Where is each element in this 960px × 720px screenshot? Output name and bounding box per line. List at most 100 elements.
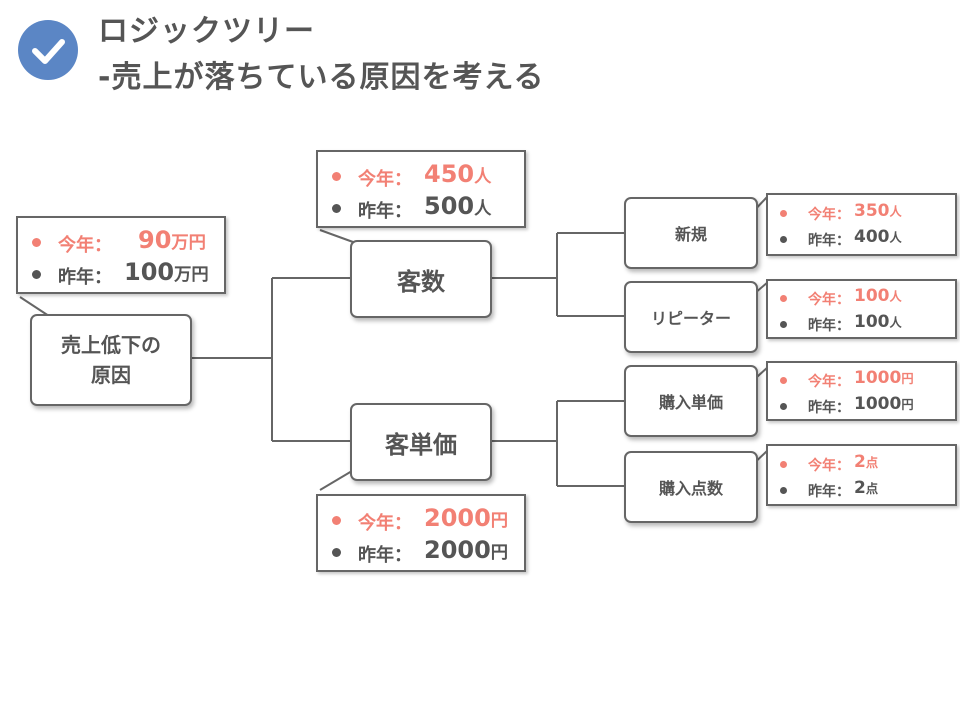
info-row-last-year: 昨年： 1000円: [768, 393, 955, 419]
last-year-value: 400人: [854, 227, 902, 247]
last-year-value: 2点: [854, 478, 878, 498]
this-year-value: 2点: [854, 452, 878, 472]
node-customers: 客数: [350, 240, 492, 318]
last-year-value: 100万円: [124, 258, 209, 286]
node-purchase-count-label: 購入点数: [658, 479, 723, 498]
info-row-this-year: 今年： 2点: [768, 451, 955, 477]
value-unit: 人: [474, 167, 492, 187]
node-new-label: 新規: [674, 225, 707, 244]
last-year-label: 昨年：: [358, 545, 412, 566]
last-year-label: 昨年：: [808, 400, 850, 416]
info-row-last-year: 昨年： 500人: [318, 192, 524, 224]
value-unit: 人: [474, 199, 492, 219]
node-repeat: リピーター: [624, 281, 758, 353]
info-row-this-year: 今年： 100人: [768, 285, 955, 311]
value-number: 100: [854, 286, 890, 306]
last-year-value: 100人: [854, 312, 902, 332]
value-number: 2000: [424, 536, 491, 564]
last-year-dot-icon: [332, 204, 341, 213]
last-year-dot-icon: [780, 403, 787, 410]
last-year-label: 昨年：: [58, 267, 112, 288]
this-year-dot-icon: [332, 172, 341, 181]
this-year-label: 今年：: [358, 513, 412, 534]
value-unit: 人: [889, 205, 902, 219]
value-number: 2000: [424, 504, 491, 532]
value-number: 400: [854, 227, 890, 247]
info-row-this-year: 今年： 90万円: [18, 226, 224, 258]
connector-root: [192, 277, 352, 442]
info-row-this-year: 今年： 450人: [318, 160, 524, 192]
connector-unit-price: [492, 400, 625, 487]
this-year-label: 今年：: [358, 169, 412, 190]
value-unit: 点: [865, 456, 879, 470]
page-title-line1: ロジックツリー: [98, 14, 315, 49]
this-year-value: 100人: [854, 286, 902, 306]
last-year-dot-icon: [780, 321, 787, 328]
last-year-value: 2000円: [424, 536, 508, 564]
value-number: 350: [854, 201, 890, 221]
last-year-value: 1000円: [854, 394, 914, 414]
last-year-label: 昨年：: [808, 318, 850, 334]
value-unit: 人: [889, 316, 902, 330]
value-number: 90: [138, 226, 172, 254]
last-year-label: 昨年：: [808, 484, 850, 500]
value-unit: 万円: [174, 265, 209, 285]
node-unit-price: 客単価: [350, 403, 492, 481]
node-purchase-count: 購入点数: [624, 451, 758, 523]
this-year-label: 今年：: [58, 235, 112, 256]
last-year-dot-icon: [780, 236, 787, 243]
this-year-label: 今年：: [808, 207, 850, 223]
value-unit: 円: [490, 543, 509, 563]
info-row-this-year: 今年： 350人: [768, 200, 955, 226]
this-year-dot-icon: [780, 377, 787, 384]
last-year-label: 昨年：: [358, 201, 412, 222]
info-box-root: 今年： 90万円 昨年： 100万円: [16, 216, 226, 294]
this-year-value: 350人: [854, 201, 902, 221]
value-unit: 万円: [171, 233, 206, 253]
value-unit: 円: [901, 398, 914, 412]
last-year-dot-icon: [32, 270, 41, 279]
value-unit: 円: [490, 511, 509, 531]
node-root-label-line2: 原因: [91, 363, 131, 387]
value-number: 450: [424, 160, 475, 188]
value-number: 500: [424, 192, 475, 220]
last-year-value: 500人: [424, 192, 491, 220]
checkmark-circle-icon: [18, 20, 78, 80]
info-row-last-year: 昨年： 100人: [768, 311, 955, 337]
info-box-new: 今年： 350人 昨年： 400人: [766, 193, 957, 256]
value-unit: 人: [889, 231, 902, 245]
this-year-dot-icon: [780, 461, 787, 468]
this-year-dot-icon: [332, 516, 341, 525]
info-row-this-year: 今年： 1000円: [768, 367, 955, 393]
node-purchase-price: 購入単価: [624, 365, 758, 437]
info-box-purchase-price: 今年： 1000円 昨年： 1000円: [766, 361, 957, 421]
node-repeat-label: リピーター: [650, 309, 731, 328]
this-year-value: 2000円: [424, 504, 508, 532]
node-root-label-line1: 売上低下の: [61, 333, 161, 357]
this-year-value: 1000円: [854, 368, 914, 388]
node-customers-label: 客数: [397, 267, 445, 296]
this-year-label: 今年：: [808, 374, 850, 390]
this-year-dot-icon: [780, 295, 787, 302]
info-box-purchase-count: 今年： 2点 昨年： 2点: [766, 444, 957, 506]
info-row-this-year: 今年： 2000円: [318, 504, 524, 536]
info-row-last-year: 昨年： 2点: [768, 477, 955, 503]
info-box-unit-price: 今年： 2000円 昨年： 2000円: [316, 494, 526, 572]
last-year-dot-icon: [780, 487, 787, 494]
value-number: 2: [854, 452, 866, 472]
value-unit: 点: [865, 482, 879, 496]
value-number: 1000: [854, 394, 902, 414]
node-root: 売上低下の 原因: [30, 314, 192, 406]
this-year-label: 今年：: [808, 292, 850, 308]
value-number: 1000: [854, 368, 902, 388]
info-box-repeat: 今年： 100人 昨年： 100人: [766, 279, 957, 339]
value-number: 100: [854, 312, 890, 332]
node-new: 新規: [624, 197, 758, 269]
connector-customers: [492, 232, 625, 317]
this-year-value: 90万円: [138, 226, 206, 254]
last-year-dot-icon: [332, 548, 341, 557]
this-year-dot-icon: [780, 210, 787, 217]
this-year-value: 450人: [424, 160, 491, 188]
page-title-line2: -売上が落ちている原因を考える: [98, 60, 545, 95]
